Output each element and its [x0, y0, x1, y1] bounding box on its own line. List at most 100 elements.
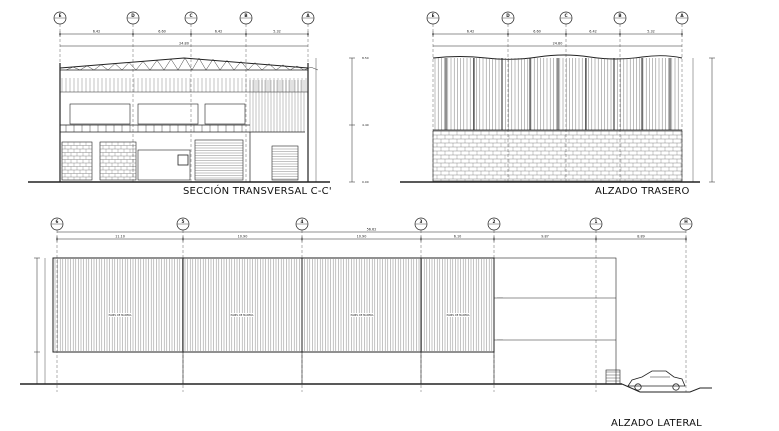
truss-web — [282, 64, 291, 71]
truss-web — [212, 59, 221, 71]
truss-web — [65, 66, 74, 71]
lateral-panel-label: PANEL DE MADERA — [447, 314, 470, 317]
rear-axis-C-label: C — [564, 13, 567, 18]
lateral-annex — [493, 257, 617, 385]
rear-axis-A-label: A — [680, 13, 684, 18]
rear-dim-spans-value: 6.42 — [467, 30, 475, 34]
section-dim-spans-value: 6.60 — [158, 30, 166, 34]
section-rollup-door — [194, 139, 244, 181]
lateral-axis-H-label: H — [684, 219, 688, 224]
section-wall-opening — [137, 149, 191, 181]
truss-web — [219, 60, 228, 71]
lateral-terrain — [621, 383, 712, 393]
truss-web — [289, 65, 298, 71]
rear-dim-spans-value: 6.60 — [533, 30, 541, 34]
rear-dim-spans-value: 6.42 — [589, 30, 597, 34]
lateral-panel-label: PANEL DE MADERA — [351, 314, 374, 317]
lateral-dim-spans-dot — [493, 238, 495, 240]
panel-label-bg — [230, 313, 254, 317]
panel-label-bg — [446, 313, 470, 317]
truss-web — [184, 57, 193, 71]
truss-web — [79, 65, 88, 71]
truss-web — [100, 64, 109, 71]
annex-note-lower: _____ — [496, 337, 504, 340]
rear-axis-B-label: B — [618, 13, 621, 18]
truss-web — [247, 62, 256, 71]
lateral-dim-spans-value: 9.87 — [541, 235, 549, 239]
rear-dim-spans-dot — [507, 33, 509, 35]
rear-axis-E-label: E — [432, 13, 435, 18]
lateral-axis-6-label: 6 — [56, 219, 59, 224]
section-dim-spans-value: 6.42 — [93, 30, 101, 34]
truss-web — [107, 63, 116, 71]
truss-web — [142, 61, 151, 71]
section-dim-spans-dot — [132, 33, 134, 35]
truss-web — [268, 63, 277, 71]
section-dim-spans-dot — [307, 33, 309, 35]
truss-web — [163, 58, 172, 71]
truss-web — [86, 65, 95, 71]
axis-C-label: C — [189, 13, 192, 18]
lateral-dim-overall: 56.62 — [367, 228, 377, 232]
section-dim-spans-dot — [245, 33, 247, 35]
section-dim-spans-value: 6.42 — [215, 30, 223, 34]
section-small-window — [177, 154, 189, 166]
truss-web — [170, 58, 179, 71]
section-level-value: 8.50 — [362, 56, 369, 60]
truss-web — [275, 64, 284, 71]
axis-B-label: B — [244, 13, 247, 18]
truss-web — [128, 62, 137, 71]
section-level-value: 4.40 — [362, 123, 369, 127]
lateral-dim-spans-dot — [420, 238, 422, 240]
car-wheel-front — [634, 383, 642, 391]
lateral-dim-spans-value: 10.90 — [357, 235, 367, 239]
lateral-dim-spans-dot — [301, 238, 303, 240]
section-dim-overall: 24.80 — [179, 42, 189, 46]
section-level-value: 0.00 — [362, 180, 369, 184]
lateral-axis-2-label: 2 — [493, 219, 496, 224]
rear-title: ALZADO TRASERO — [595, 186, 690, 197]
rear-dim-overall: 24.80 — [553, 42, 563, 46]
lateral-dim-spans-dot — [595, 238, 597, 240]
section-dim-spans-dot — [190, 33, 192, 35]
lateral-dim-spans-dot — [182, 238, 184, 240]
truss-web — [177, 57, 186, 71]
truss-web — [310, 66, 319, 71]
lateral-dim-spans-dot — [685, 238, 687, 240]
truss-web — [93, 64, 102, 71]
car-body — [627, 370, 686, 387]
lateral-panel-label: PANEL DE MADERA — [109, 314, 132, 317]
rear-dim-spans-dot — [432, 33, 434, 35]
truss-web — [114, 63, 123, 71]
truss-web — [149, 60, 158, 71]
truss-web — [254, 62, 263, 71]
axis-E-label: E — [59, 13, 62, 18]
rear-dim-spans-dot — [619, 33, 621, 35]
section-door-right — [271, 145, 299, 181]
lateral-axis-4-label: 4 — [301, 219, 304, 224]
truss-web — [156, 60, 165, 71]
lateral-dim-spans-value: 6.10 — [454, 235, 462, 239]
window-center — [137, 103, 199, 125]
lateral-axis-5-label: 5 — [182, 219, 185, 224]
section-brick-center-outline — [99, 141, 137, 181]
window-right — [204, 103, 246, 125]
truss-web — [233, 61, 242, 71]
section-dim-spans-value: 5.32 — [273, 30, 281, 34]
rear-axis-D-label: D — [506, 13, 510, 18]
rear-dim-spans-dot — [565, 33, 567, 35]
axis-A-label: A — [306, 13, 310, 18]
car-wheel-rear — [672, 383, 680, 391]
panel-label-bg — [350, 313, 374, 317]
truss-web — [240, 61, 249, 71]
lateral-axis-1-label: 1 — [595, 219, 598, 224]
rear-parapet — [432, 54, 683, 60]
truss-web — [296, 65, 305, 71]
truss-web — [226, 60, 235, 71]
lateral-dim-spans-value: 11.10 — [115, 235, 125, 239]
section-brick-left-outline — [61, 141, 93, 181]
truss-web — [135, 61, 144, 71]
